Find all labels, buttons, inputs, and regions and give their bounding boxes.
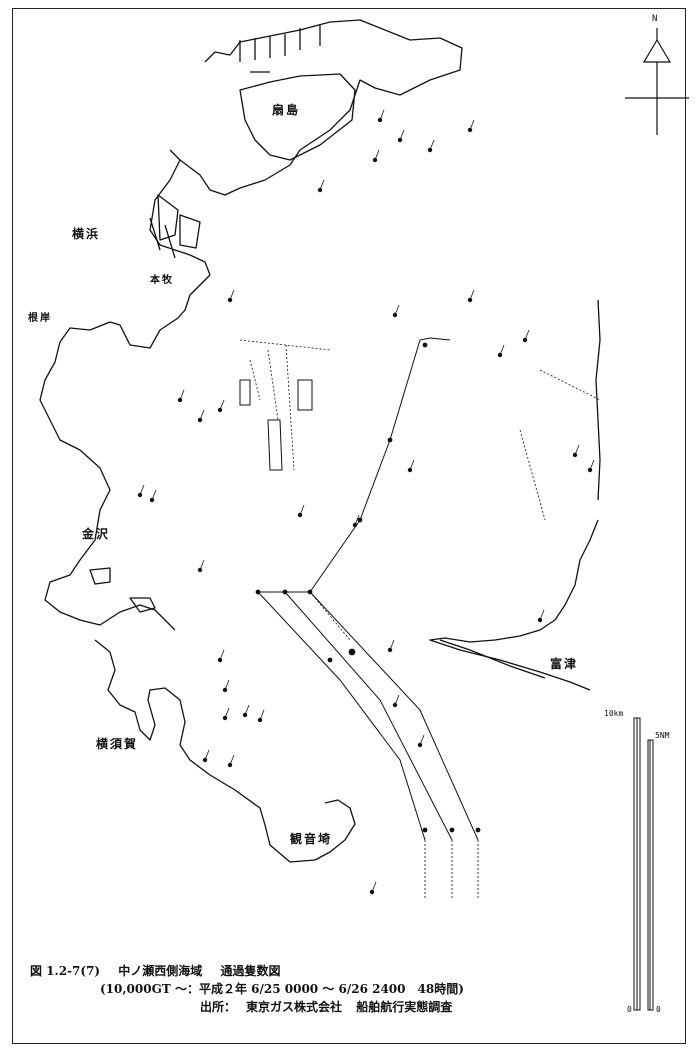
honmoku-box-b <box>267 419 283 471</box>
coastline-kanazawa <box>94 639 356 863</box>
place-ogishima: 扇島 <box>272 103 301 117</box>
route-nodes <box>255 342 481 833</box>
place-yokohama: 横浜 <box>72 227 101 241</box>
place-futtsu: 富津 <box>550 657 579 671</box>
coastline-ogishima <box>169 19 463 196</box>
caption-source-doc: 船舶航行実態調査 <box>356 1000 453 1014</box>
place-honmoku: 本牧 <box>150 275 174 286</box>
futtsu-spit <box>439 639 546 679</box>
scale-km-top: 10km <box>604 709 624 718</box>
piers-ogishima <box>239 24 321 73</box>
coastline-yokohama <box>39 159 211 631</box>
gate-line-1 <box>249 359 261 401</box>
route-west <box>257 591 426 841</box>
place-negishi: 根岸 <box>28 313 52 324</box>
route-east <box>309 591 479 841</box>
caption-subtitle: 通過隻数図 <box>220 964 281 978</box>
caption-title: 中ノ瀬西側海域 <box>118 964 203 978</box>
coastline-east <box>595 299 601 501</box>
gate-line-3 <box>285 344 295 471</box>
caption-figure-no: 図 1.2-7(7) <box>30 964 101 978</box>
place-kanazawa: 金沢 <box>82 527 111 541</box>
caption-period: (10,000GT ～：平成２年 6/25 0000 ～ 6/26 2400 4… <box>100 982 464 996</box>
scale-km-bottom: 0 <box>627 1005 632 1014</box>
place-yokosuka: 横須賀 <box>96 737 139 751</box>
scale-nm-bottom: 0 <box>656 1005 661 1014</box>
compass <box>625 28 689 135</box>
caption-source-org: 東京ガス株式会社 <box>246 1000 343 1014</box>
place-kannonzaki: 観音埼 <box>290 832 333 846</box>
ship-markers <box>137 109 595 895</box>
honmoku-box-c <box>297 379 313 411</box>
caption-source-label: 出所： <box>200 1000 237 1014</box>
route-center <box>284 591 453 841</box>
gate-line-east2 <box>539 369 601 401</box>
gate-line-honmoku <box>239 339 331 351</box>
gate-line-2 <box>267 349 279 421</box>
honmoku-box-a <box>239 379 251 406</box>
scale-nm-top: 5NM <box>655 731 670 740</box>
map-frame <box>12 8 686 1044</box>
piers-honmoku <box>149 194 201 259</box>
route-north <box>309 337 451 593</box>
gate-line-east <box>519 429 546 521</box>
scale-bars <box>633 717 654 1011</box>
compass-north-label: N <box>652 14 658 24</box>
gate-line-middle <box>309 591 351 641</box>
pier-kanazawa <box>89 567 156 613</box>
figure-caption: 図 1.2-7(7) 中ノ瀬西側海域 通過隻数図 (10,000GT ～：平成２… <box>30 962 670 1016</box>
coastline-futtsu <box>429 519 599 691</box>
coastline-ogishima-inner <box>239 73 356 161</box>
